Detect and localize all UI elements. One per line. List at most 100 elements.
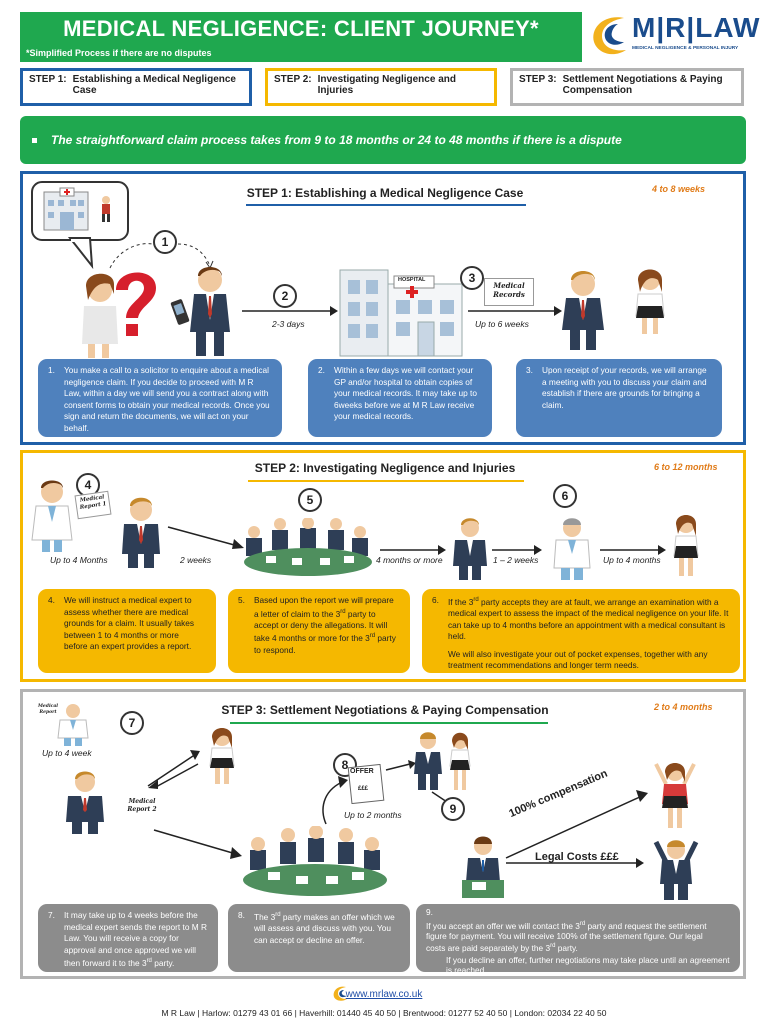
arrow-to-expert: [380, 545, 446, 555]
nav-step-2[interactable]: STEP 2: Investigating Negligence and Inj…: [265, 68, 497, 106]
box9-text-b: party and request the settlement figure …: [426, 920, 707, 954]
nav-step-3-label: Settlement Negotiations & Paying Compens…: [562, 74, 723, 96]
step1-label-b: Up to 6 weeks: [475, 319, 529, 329]
step2-box-5: 5. Based upon the report we will prepare …: [228, 589, 410, 673]
step2-box-6-extra: We will also investigate your out of poc…: [448, 648, 708, 671]
step3-box-8-text: The 3rd party makes an offer which we wi…: [254, 910, 400, 946]
nav-step-3[interactable]: STEP 3: Settlement Negotiations & Paying…: [510, 68, 744, 106]
nav-step-1[interactable]: STEP 1: Establishing a Medical Negligenc…: [20, 68, 252, 106]
logo: M|R|LAW MEDICAL NEGLIGENCE & PERSONAL IN…: [588, 10, 761, 65]
box6-text-a: If the 3: [448, 596, 474, 607]
step2-duration: 6 to 12 months: [654, 462, 718, 472]
nav-step-3-num: STEP 3:: [519, 74, 557, 85]
step3-title-underline: [230, 722, 548, 724]
happy-solicitor-man-icon: [653, 840, 699, 900]
nav-step-1-label: Establishing a Medical Negligence Case: [72, 74, 236, 96]
step3-box-8: 8. The 3rd party makes an offer which we …: [228, 904, 410, 972]
step2-label-a: Up to 4 Months: [50, 555, 108, 565]
step-marker-7: 7: [120, 711, 144, 735]
step1-box-3: 3.Upon receipt of your records, we will …: [516, 359, 722, 437]
page-subtitle: *Simplified Process if there are no disp…: [26, 48, 212, 58]
footer-contacts: M R Law | Harlow: 01279 43 01 66 | Haver…: [161, 1008, 607, 1018]
step3-box-9: 9. If you accept an offer we will contact…: [416, 904, 740, 975]
curved-arrow-up: [322, 776, 348, 825]
box7-sup: rd: [146, 958, 152, 964]
step3-box-9-num: 9.: [426, 907, 433, 917]
step3-duration: 2 to 4 months: [654, 702, 713, 712]
client-woman-question-icon: [82, 272, 156, 358]
nav-step-2-num: STEP 2:: [274, 74, 312, 85]
medical-report-1-document: Medical Report 1: [74, 490, 112, 520]
logo-text: M|R|LAW: [632, 12, 761, 43]
solicitor-man-phone-icon: [170, 267, 230, 356]
step1-box-3-text: Upon receipt of your records, we will ar…: [542, 365, 707, 410]
box7-text-a: It may take up to 4 weeks before the med…: [64, 910, 207, 968]
box5-text-b: party to accept or deny the allegations.…: [254, 608, 388, 644]
box5-sup2: rd: [369, 633, 376, 640]
step3-box-7-text: It may take up to 4 weeks before the med…: [64, 910, 208, 969]
step2-label-b: 2 weeks: [180, 555, 212, 565]
step3-box-9-extra: If you decline an offer, further negotia…: [446, 954, 730, 976]
box5-text-c: party to respond.: [254, 633, 396, 655]
thought-bubble-hospital-icon: [31, 181, 129, 270]
offer-amount: £££: [358, 786, 369, 792]
step1-box-2: 2. Within a few days we will contact your…: [308, 359, 492, 437]
header-banner: MEDICAL NEGLIGENCE: CLIENT JOURNEY* *Sim…: [20, 12, 582, 62]
box5-sup: rd: [340, 608, 346, 615]
nav-step-1-num: STEP 1:: [29, 74, 67, 85]
step2-panel: [20, 450, 746, 682]
step3-panel: [20, 689, 746, 979]
step2-box-6-num: 6.: [432, 595, 439, 605]
box7-text-b: party.: [151, 957, 175, 968]
step3-box-8-num: 8.: [238, 910, 245, 920]
step3-label-b: Up to 2 months: [344, 810, 402, 820]
legal-costs-label: Legal Costs £££: [535, 851, 619, 863]
logo-tagline: MEDICAL NEGLIGENCE & PERSONAL INJURY: [632, 46, 739, 51]
step2-box-5-num: 5.: [238, 595, 245, 605]
step1-box-2-text: Within a few days we will contact your G…: [334, 365, 477, 421]
solicitor-and-client-icon: [414, 732, 471, 790]
step2-box-4-num: 4.: [48, 595, 55, 605]
box9-sup: rd: [579, 920, 586, 927]
arrow-to-compensation: [505, 790, 648, 859]
step-marker-6: 6: [553, 484, 577, 508]
solicitor-man-icon: [66, 771, 104, 834]
offer-title: OFFER: [350, 768, 374, 775]
step1-duration: 4 to 8 weeks: [652, 184, 706, 194]
step-marker-9: 9: [441, 797, 465, 821]
medical-records-document: Medical Records: [484, 278, 534, 306]
arrow-to-meeting: [468, 306, 562, 316]
arrow-to-third-party: [153, 829, 242, 859]
step2-box-4: 4.We will instruct a medical expert to a…: [38, 589, 216, 673]
step1-panel: [20, 171, 746, 445]
website-link[interactable]: www.mrlaw.co.uk: [345, 989, 423, 1000]
arrow-to-doctor: [492, 545, 542, 555]
step-marker-4: 4: [76, 473, 100, 497]
step2-label-d: 1 – 2 weeks: [493, 555, 539, 565]
step3-box-9-text: If you accept an offer we will contact t…: [426, 919, 716, 954]
step-marker-3: 3: [460, 266, 484, 290]
step2-label-e: Up to 4 months: [603, 555, 661, 565]
banner-text: The straightforward claim process takes …: [51, 133, 622, 147]
box8-sup: rd: [275, 912, 281, 918]
step-marker-1: 1: [153, 230, 177, 254]
step1-box-2-num: 2.: [318, 365, 325, 375]
doctor-icon: [57, 704, 89, 746]
step3-box-7-num: 7.: [48, 910, 55, 920]
step1-box-1: 1.You make a call to a solicitor to enqu…: [38, 359, 282, 437]
step3-title: STEP 3: Settlement Negotiations & Paying…: [221, 703, 549, 717]
solicitor-man-icon: [122, 497, 160, 568]
client-woman-icon: [209, 728, 235, 784]
meeting-table-icon: [244, 518, 372, 576]
box5-text-a: Based upon the report we will prepare a …: [254, 595, 394, 619]
timeline-banner: The straightforward claim process takes …: [20, 116, 746, 164]
box9-text-c: party.: [555, 943, 578, 954]
step1-box-1-num: 1.: [48, 365, 55, 375]
step2-box-5-text: Based upon the report we will prepare a …: [254, 595, 398, 656]
medical-report-small-document: Medical Report: [37, 704, 59, 715]
solicitor-at-desk-icon: [462, 836, 504, 898]
step-marker-2: 2: [273, 284, 297, 308]
box9-sup2: rd: [550, 943, 556, 950]
step3-box-7: 7. It may take up to 4 weeks before the m…: [38, 904, 218, 972]
exchange-arrows: [147, 750, 200, 789]
